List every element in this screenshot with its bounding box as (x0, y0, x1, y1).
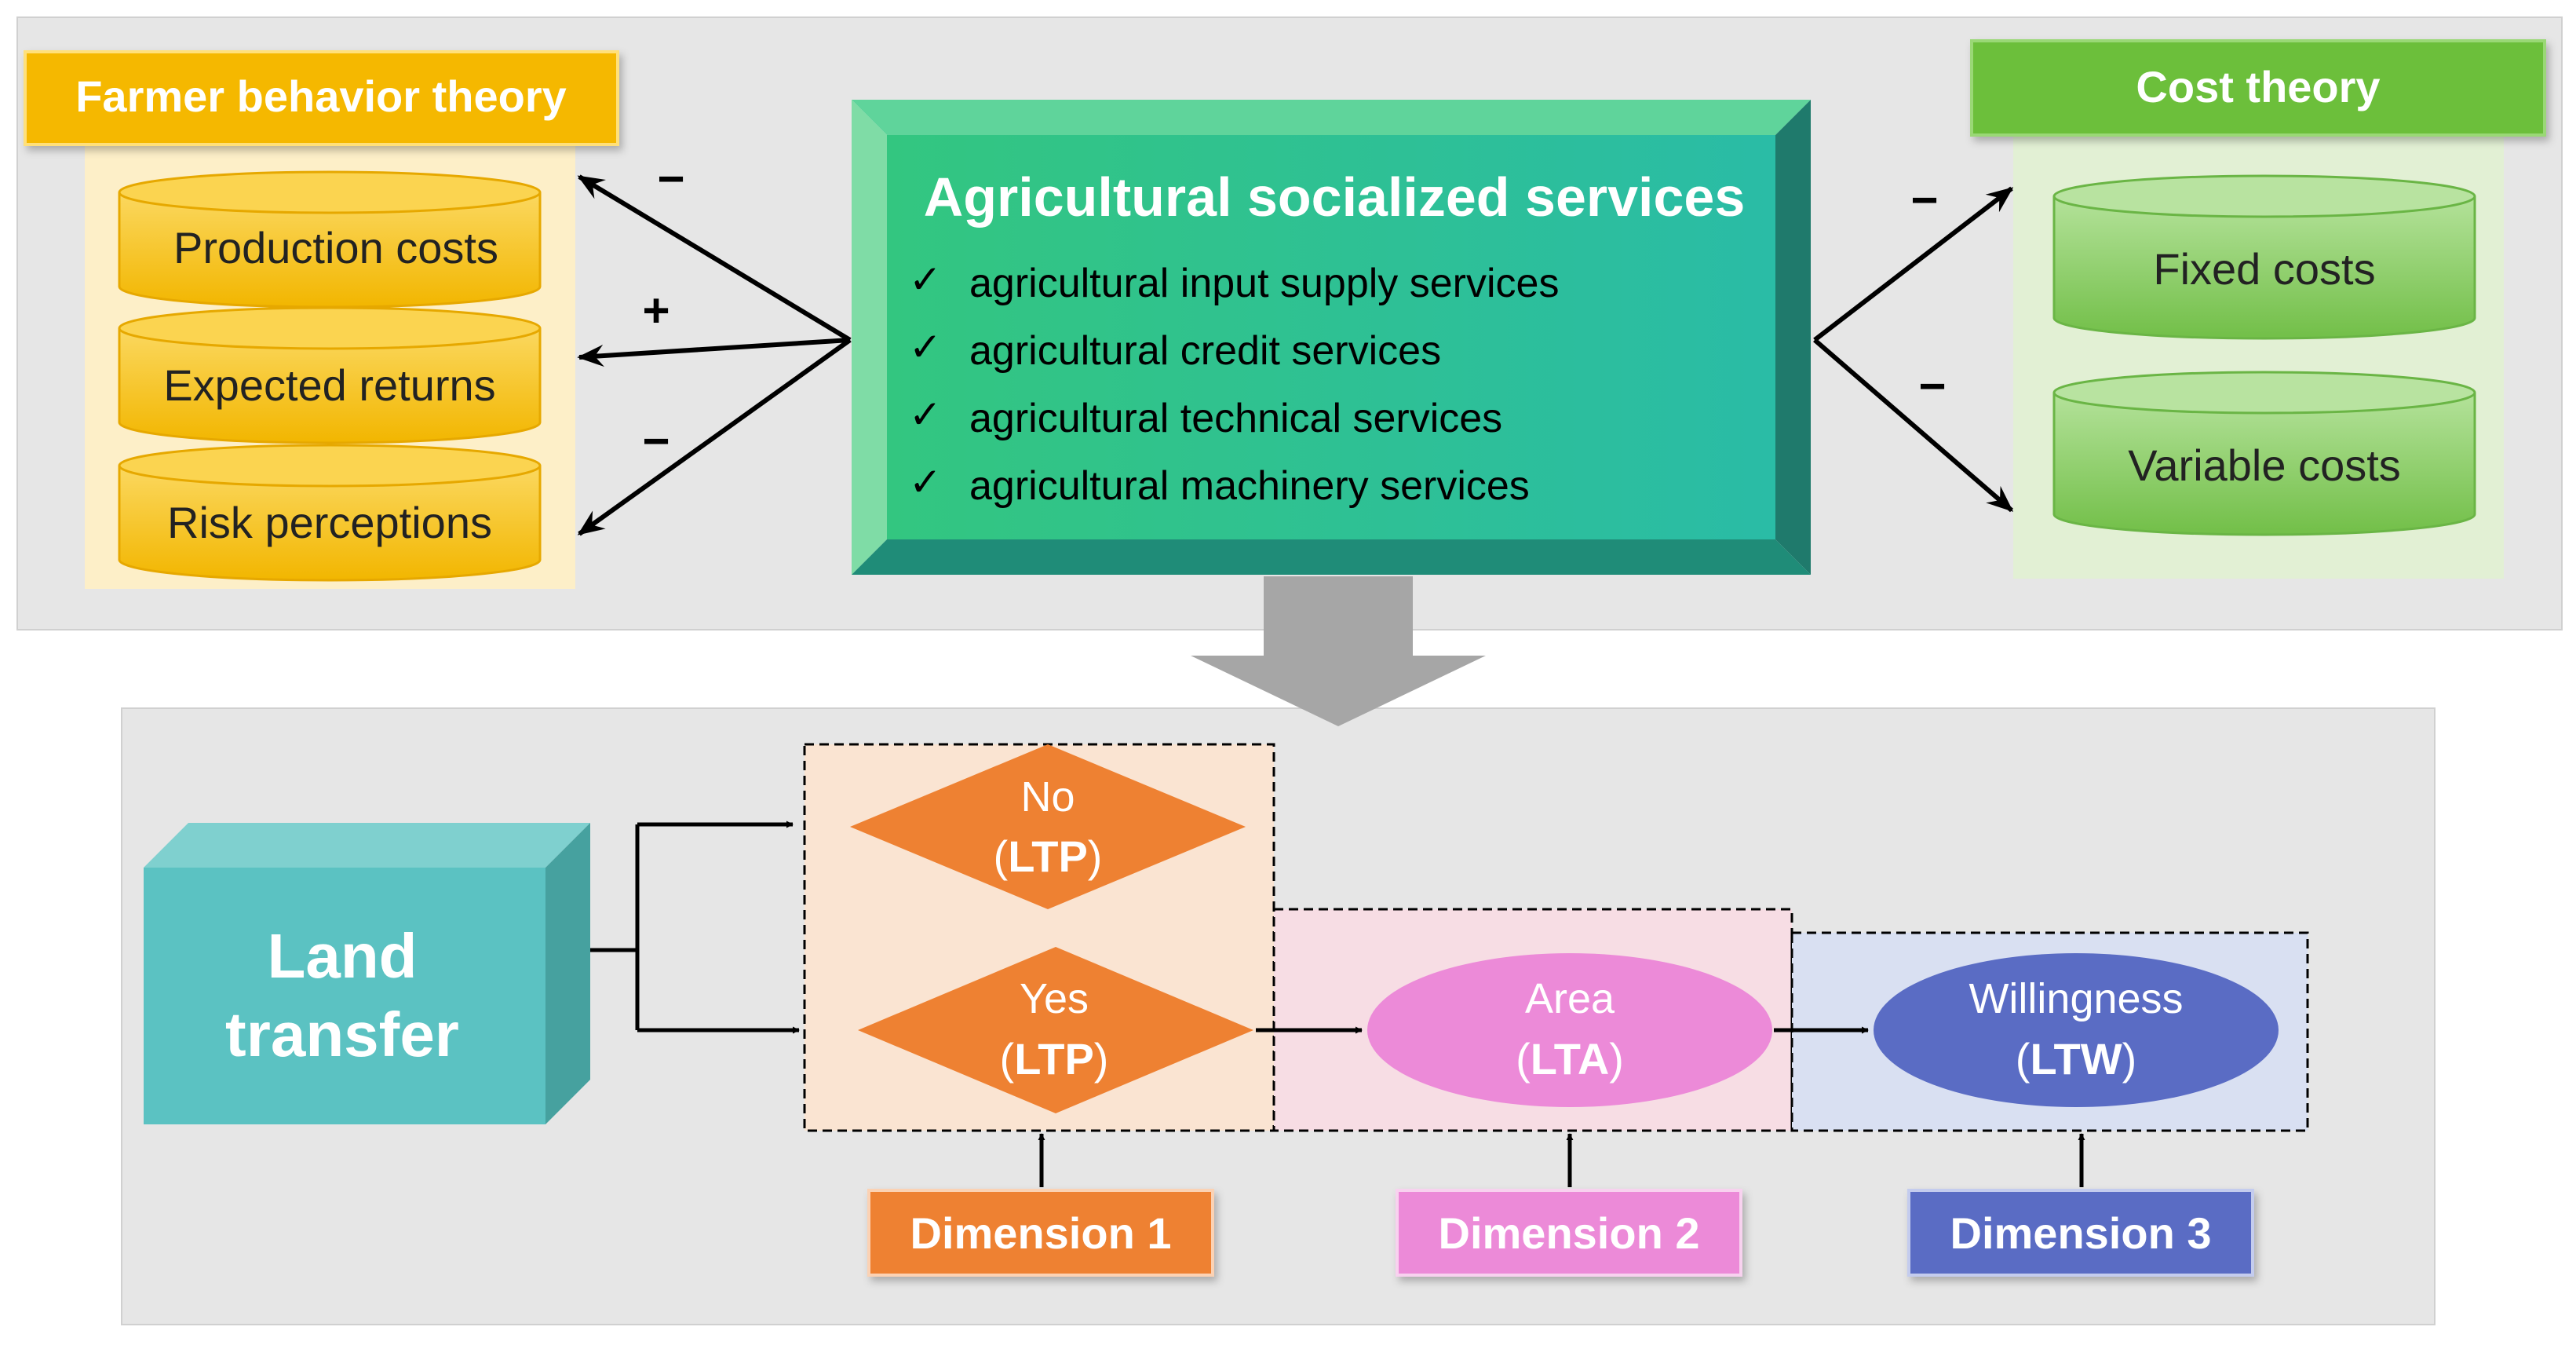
sign-risk-perceptions: − (642, 415, 670, 467)
right-arrows (1813, 186, 2014, 513)
farmer-theory-header (24, 50, 619, 146)
service-item: agricultural credit services (969, 328, 1441, 374)
risk-perceptions-label: Risk perceptions (167, 498, 492, 547)
cost-theory-title: Cost theory (2136, 62, 2380, 111)
services-title: Agricultural socialized services (924, 166, 1746, 228)
no-label: No (1020, 773, 1075, 821)
farmer-theory-title: Farmer behavior theory (75, 71, 567, 121)
service-item: agricultural input supply services (969, 261, 1559, 306)
area-code: (LTA) (1516, 1034, 1624, 1084)
land-transfer-line1: Land (267, 921, 417, 991)
sign-variable-costs: − (1918, 360, 1946, 412)
sign-expected-returns: + (642, 284, 670, 337)
sign-production-costs: − (657, 152, 684, 205)
left-arrows (577, 174, 852, 536)
dimension-3-label-box: Dimension 3 (1907, 1189, 2254, 1277)
agricultural-services-box: Agricultural socialized services ✓ agric… (852, 100, 1811, 575)
fixed-costs-label: Fixed costs (2153, 244, 2375, 294)
dimension-2-label-box: Dimension 2 (1396, 1189, 1742, 1277)
yes-decision-node: Yes (LTP) (858, 947, 1253, 1113)
down-arrow (1191, 576, 1486, 726)
sign-fixed-costs: − (1910, 174, 1938, 226)
yes-code: (LTP) (1000, 1034, 1109, 1084)
yes-label: Yes (1020, 975, 1089, 1022)
check-icon: ✓ (909, 258, 942, 302)
dimension-1-label-box: Dimension 1 (867, 1189, 1214, 1277)
willingness-node: Willingness (LTW) (1874, 953, 2279, 1107)
dimension-2-label: Dimension 2 (1439, 1208, 1700, 1258)
check-icon: ✓ (909, 460, 942, 504)
land-transfer-box: Land transfer (144, 823, 590, 1124)
bracket-connector (590, 821, 800, 1034)
flow-arrows (1038, 1026, 2085, 1187)
area-label: Area (1525, 975, 1615, 1022)
expected-returns-cylinder: Expected returns (118, 306, 542, 444)
farmer-behavior-theory-group: Farmer behavior theory Production costs … (24, 50, 619, 589)
no-code: (LTP) (994, 831, 1103, 881)
fixed-costs-cylinder: Fixed costs (2052, 174, 2476, 340)
cost-theory-header (1970, 39, 2546, 137)
service-item: agricultural machinery services (969, 463, 1530, 509)
area-node: Area (LTA) (1367, 953, 1772, 1107)
production-costs-cylinder: Production costs (118, 170, 542, 309)
production-costs-label: Production costs (173, 223, 498, 272)
check-icon: ✓ (909, 325, 942, 369)
check-icon: ✓ (909, 393, 942, 437)
dimension-1-label: Dimension 1 (910, 1208, 1172, 1258)
no-decision-node: No (LTP) (850, 744, 1246, 909)
expected-returns-label: Expected returns (163, 360, 495, 410)
willingness-code: (LTW) (2016, 1034, 2136, 1084)
risk-perceptions-cylinder: Risk perceptions (118, 444, 542, 582)
dimension-3-label: Dimension 3 (1950, 1208, 2212, 1258)
service-item: agricultural technical services (969, 396, 1502, 441)
willingness-label: Willingness (1968, 975, 2183, 1022)
variable-costs-label: Variable costs (2128, 440, 2401, 490)
land-transfer-line2: transfer (225, 1000, 459, 1069)
cost-theory-group: Cost theory Fixed costs Variable costs (1970, 39, 2546, 579)
variable-costs-cylinder: Variable costs (2052, 371, 2476, 536)
